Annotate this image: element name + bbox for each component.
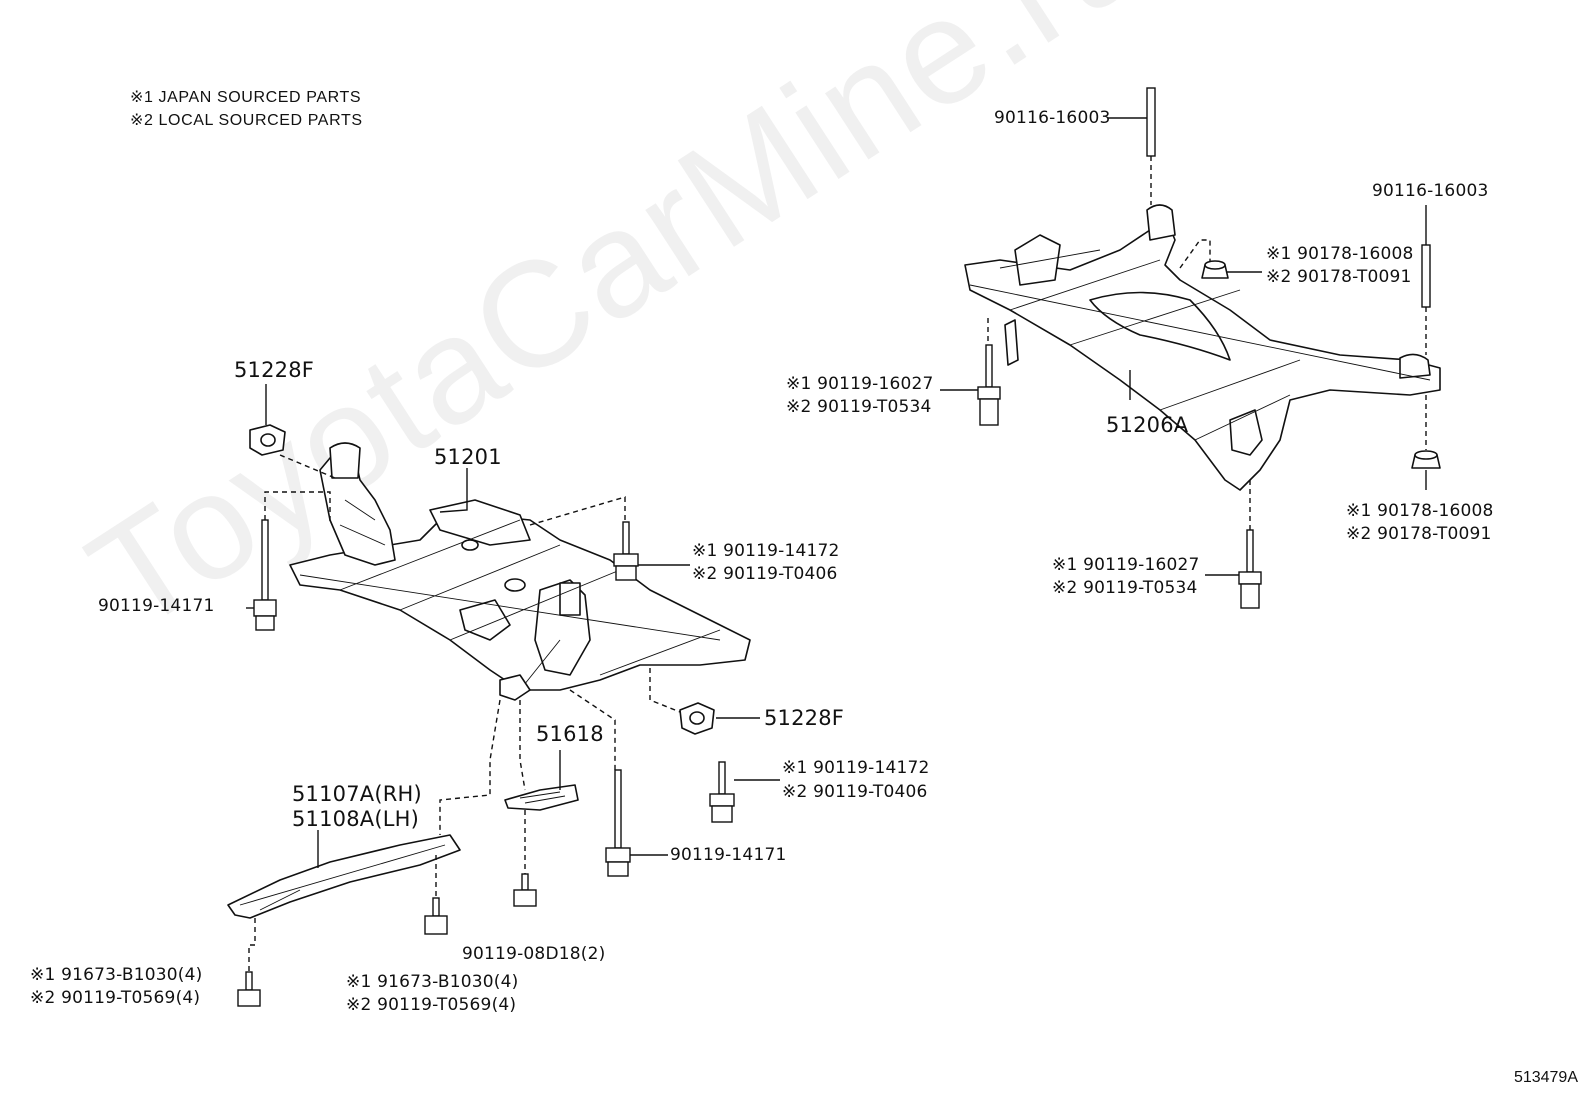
note-local-sourced: ※2 LOCAL SOURCED PARTS <box>130 112 363 129</box>
bolt-90119-14172-a <box>613 521 639 581</box>
label-51201[interactable]: 51201 <box>434 445 502 469</box>
label-90119-T0569-left[interactable]: ※2 90119-T0569(4) <box>30 988 201 1008</box>
bushing-51228F-top <box>249 424 286 456</box>
bolt-90119-08D18 <box>513 873 537 907</box>
label-51107A-RH[interactable]: 51107A(RH) <box>292 782 422 806</box>
label-90119-14171-right[interactable]: 90119-14171 <box>670 845 787 865</box>
label-90119-T0534-bottom[interactable]: ※2 90119-T0534 <box>1052 578 1198 598</box>
bolt-90119-14171-left <box>253 519 277 631</box>
label-90119-T0406-b[interactable]: ※2 90119-T0406 <box>782 782 928 802</box>
label-51108A-LH[interactable]: 51108A(LH) <box>292 807 420 831</box>
label-90116-16003-top[interactable]: 90116-16003 <box>994 108 1111 128</box>
label-51206A[interactable]: 51206A <box>1106 413 1189 437</box>
label-90119-16027-left[interactable]: ※1 90119-16027 <box>786 374 934 394</box>
rear-leader-lines <box>940 117 1427 576</box>
stud-90116-16003-top <box>1146 87 1156 157</box>
washer-90178-top <box>1201 260 1229 279</box>
label-90119-T0534-left[interactable]: ※2 90119-T0534 <box>786 397 932 417</box>
front-leader-lines <box>246 384 780 972</box>
bolt-90119-16027-left <box>977 344 1001 426</box>
bolt-90119-16027-bottom <box>1238 529 1262 609</box>
bolt-91673-B1030-left <box>237 971 261 1007</box>
label-51228F-top[interactable]: 51228F <box>234 358 315 382</box>
label-90119-T0569-mid[interactable]: ※2 90119-T0569(4) <box>346 995 517 1015</box>
label-90116-16003-right[interactable]: 90116-16003 <box>1372 181 1489 201</box>
stud-90116-16003-right <box>1421 244 1431 308</box>
label-51228F-right[interactable]: 51228F <box>764 706 845 730</box>
bolt-91673-B1030-mid <box>424 897 448 935</box>
label-90119-08D18[interactable]: 90119-08D18(2) <box>462 944 606 964</box>
label-91673-B1030-left[interactable]: ※1 91673-B1030(4) <box>30 965 203 985</box>
label-51618[interactable]: 51618 <box>536 722 604 746</box>
bushing-51228F-right <box>679 702 715 735</box>
bolt-90119-14172-b <box>709 761 735 823</box>
label-90119-14172-b[interactable]: ※1 90119-14172 <box>782 758 930 778</box>
label-90119-T0406-a[interactable]: ※2 90119-T0406 <box>692 564 838 584</box>
note-japan-sourced: ※1 JAPAN SOURCED PARTS <box>130 89 362 106</box>
label-90119-16027-bottom[interactable]: ※1 90119-16027 <box>1052 555 1200 575</box>
diagram-code: 513479A <box>1513 1069 1578 1086</box>
front-subframe-51201 <box>289 442 751 701</box>
label-90178-16008-right[interactable]: ※1 90178-16008 <box>1346 501 1494 521</box>
label-91673-B1030-mid[interactable]: ※1 91673-B1030(4) <box>346 972 519 992</box>
label-90119-14172-a[interactable]: ※1 90119-14172 <box>692 541 840 561</box>
bracket-51618 <box>504 784 579 811</box>
label-90178-16008-top[interactable]: ※1 90178-16008 <box>1266 244 1414 264</box>
label-90178-T0091-top[interactable]: ※2 90178-T0091 <box>1266 267 1412 287</box>
washer-90178-right <box>1411 450 1441 469</box>
bolt-90119-14171-right <box>605 769 631 877</box>
label-90119-14171-left[interactable]: 90119-14171 <box>98 596 215 616</box>
label-90178-T0091-right[interactable]: ※2 90178-T0091 <box>1346 524 1492 544</box>
rear-subframe-51206A <box>964 204 1441 491</box>
brace-51107A-51108A <box>227 834 461 919</box>
